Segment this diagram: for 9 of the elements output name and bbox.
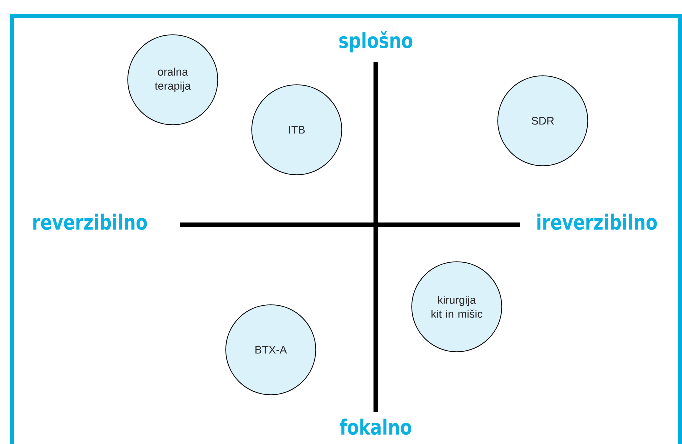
- axis-label: fokalno: [340, 418, 412, 436]
- axis-label: ireverzibilno: [538, 214, 658, 230]
- circle-node: ITB: [252, 84, 342, 176]
- circle-node: oralna terapija: [128, 34, 218, 126]
- circle-node: kirurgija kit in mišic: [412, 262, 502, 352]
- axis-label: splošno: [340, 31, 413, 53]
- circle-node: SDR: [498, 76, 588, 166]
- circle-node: BTX-A: [226, 304, 316, 396]
- axis-label: reverzibilno: [34, 214, 148, 230]
